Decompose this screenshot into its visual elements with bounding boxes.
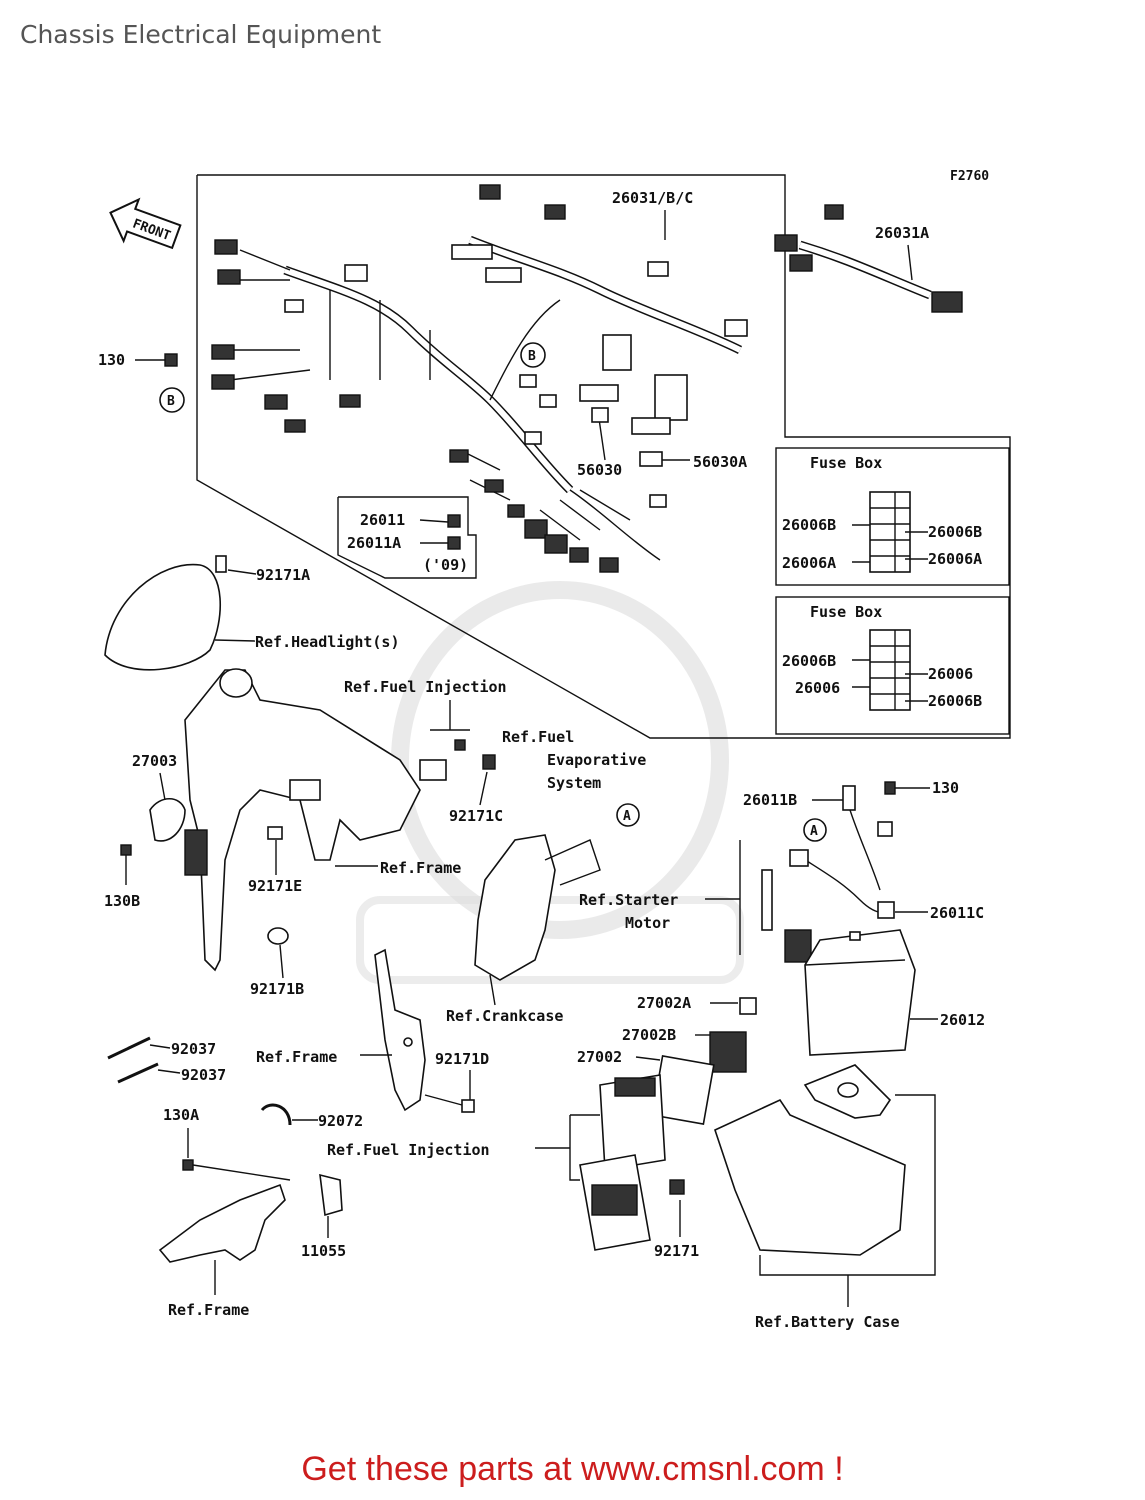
figure-code: F2760 (950, 169, 989, 184)
label-ref-starter-1: Ref.Starter (579, 891, 678, 909)
fuse-box-1-right-1: 26006B (928, 523, 982, 541)
headlight (104, 555, 227, 671)
label-26011: 26011 (360, 511, 405, 529)
harness-boundary (196, 174, 1011, 739)
main-harness (211, 184, 748, 573)
label-26011a: 26011A (347, 534, 401, 552)
label-ref-crankcase: Ref.Crankcase (446, 1007, 563, 1025)
label-ref-starter-2: Motor (625, 914, 670, 932)
frame-bracket-bottom (158, 1173, 343, 1263)
fuse-box-1-title: Fuse Box (810, 454, 882, 472)
label-92037-1: 92037 (171, 1040, 216, 1058)
label-ref-fuel-evap-3: System (547, 774, 601, 792)
label-ref-fuel-injection-low: Ref.Fuel Injection (327, 1141, 490, 1159)
label-ref-battery-case: Ref.Battery Case (755, 1313, 900, 1331)
label-56030: 56030 (577, 461, 622, 479)
harness-26031a (774, 204, 963, 313)
label-ref-fuel-evap-1: Ref.Fuel (502, 728, 574, 746)
label-ref-fuel-injection-top: Ref.Fuel Injection (344, 678, 507, 696)
fuse-box-2-left-1: 26006B (782, 652, 836, 670)
fuse-box-2-title: Fuse Box (810, 603, 882, 621)
label-27002a: 27002A (637, 994, 691, 1012)
label-27003: 27003 (132, 752, 177, 770)
battery-case (669, 1064, 906, 1256)
label-92037-2: 92037 (181, 1066, 226, 1084)
label-130a: 130A (163, 1106, 199, 1124)
frame-part (149, 668, 421, 972)
callout-b-harness: B (528, 349, 536, 364)
crankcase-part (474, 834, 601, 981)
fuse-box-2-right-1: 26006 (928, 665, 973, 683)
label-ref-frame-bottom: Ref.Frame (168, 1301, 249, 1319)
label-26031bc: 26031/B/C (612, 189, 693, 207)
callout-a-mid: A (623, 809, 631, 824)
fuse-box-2: Fuse Box 26006B 26006 26006 26006B (775, 596, 1010, 735)
front-arrow-icon: FRONT (109, 197, 182, 250)
label-56030a: 56030A (693, 453, 747, 471)
label-92171: 92171 (654, 1242, 699, 1260)
fuse-box-1: Fuse Box 26006B 26006A 26006B 26006A (775, 447, 1010, 586)
label-92171b: 92171B (250, 980, 304, 998)
footer-cta-link[interactable]: Get these parts at www.cmsnl.com ! (301, 1450, 844, 1488)
label-09: ('09) (423, 556, 468, 574)
label-26012: 26012 (940, 1011, 985, 1029)
fuse-box-2-right-2: 26006B (928, 692, 982, 710)
label-92171d: 92171D (435, 1050, 489, 1068)
label-27002: 27002 (577, 1048, 622, 1066)
callout-a-right: A (810, 824, 818, 839)
frame-bracket-lower (374, 948, 426, 1112)
label-ref-frame-mid: Ref.Frame (380, 859, 461, 877)
label-92171e: 92171E (248, 877, 302, 895)
fuse-box-1-left-2: 26006A (782, 554, 836, 572)
fuse-box-1-left-1: 26006B (782, 516, 836, 534)
label-ref-frame-low: Ref.Frame (256, 1048, 337, 1066)
label-27002b: 27002B (622, 1026, 676, 1044)
battery (804, 929, 916, 1056)
label-11055: 11055 (301, 1242, 346, 1260)
label-130-right: 130 (932, 779, 959, 797)
fuse-box-1-right-2: 26006A (928, 550, 982, 568)
label-92072: 92072 (318, 1112, 363, 1130)
label-ref-headlight: Ref.Headlight(s) (255, 633, 400, 651)
label-26011c: 26011C (930, 904, 984, 922)
label-26011b: 26011B (743, 791, 797, 809)
page-title: Chassis Electrical Equipment (20, 20, 382, 49)
label-130-top: 130 (98, 351, 125, 369)
label-26031a: 26031A (875, 224, 929, 242)
label-92171c: 92171C (449, 807, 503, 825)
label-ref-fuel-evap-2: Evaporative (547, 751, 646, 769)
callout-b-left: B (167, 394, 175, 409)
label-130b: 130B (104, 892, 140, 910)
label-92171a: 92171A (256, 566, 310, 584)
fuse-box-2-left-2: 26006 (795, 679, 840, 697)
